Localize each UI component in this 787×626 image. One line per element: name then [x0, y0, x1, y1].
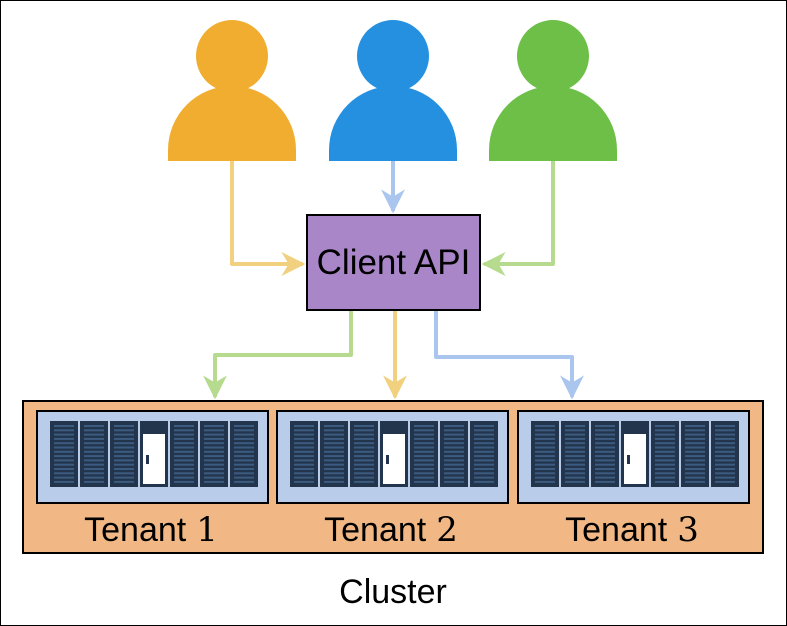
tenant-label-text: Tenant — [324, 511, 427, 549]
arrow-user-orange-to-api — [230, 161, 306, 276]
arrow-user-green-to-api — [481, 161, 555, 276]
tenant-number: 2 — [436, 510, 458, 550]
server-rack-icon — [50, 421, 258, 487]
cluster-label: Cluster — [339, 573, 447, 611]
client-api-box — [306, 214, 481, 311]
tenant-label-text: Tenant — [84, 511, 187, 549]
user-green-icon — [489, 20, 617, 161]
arrow-api-to-tenant-1 — [203, 310, 353, 400]
client-api-label: Client API — [317, 243, 471, 282]
tenant-number: 1 — [196, 510, 218, 550]
arrow-api-to-tenant-3 — [434, 310, 584, 400]
tenant-number: 3 — [677, 510, 699, 550]
server-rack-icon — [290, 421, 498, 487]
user-blue-icon — [329, 20, 457, 161]
user-orange-icon — [168, 20, 296, 161]
server-rack-icon — [531, 421, 739, 487]
tenant-label-text: Tenant — [565, 511, 668, 549]
